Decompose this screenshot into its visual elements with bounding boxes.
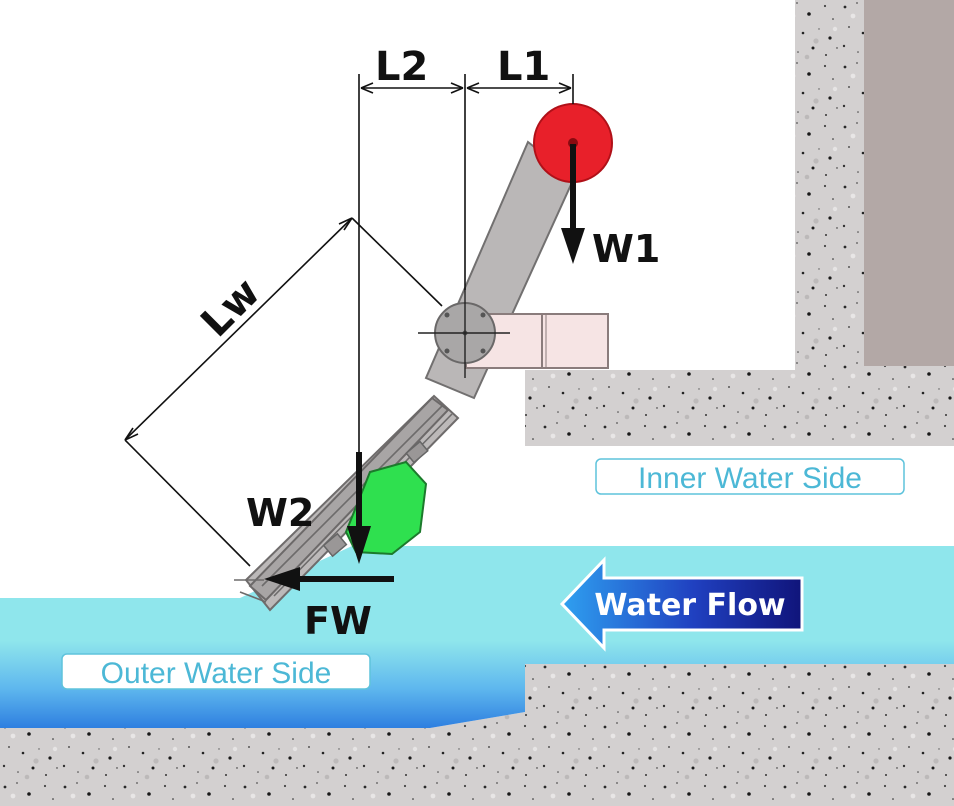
outer-water-side-box [61,653,371,690]
l-dimension-arrowheads [360,82,572,94]
w1-label: W1 [592,227,660,271]
hinge-crosshair [418,288,510,378]
l1-label: L1 [497,44,550,90]
w1-arrowhead-icon [561,228,585,264]
lw-extension-upper [351,217,443,307]
lw-dimension-line [124,217,353,441]
fw-arrowhead-icon [264,567,300,591]
lw-dimension-arrowheads [124,217,353,441]
outer-water-side-label: Outer Water Side [101,657,332,690]
lw-label: Lw [192,269,269,346]
force-arrows [264,144,585,591]
lw-extension-lower [124,439,251,567]
float-mount [405,440,429,464]
inner-water-side-box [595,458,905,495]
water-flow-arrow-icon [559,556,804,652]
inner-water-side-tag: Inner Water Side [595,458,905,495]
inner-wall-panel [864,0,954,366]
outer-water-side-tag: Outer Water Side [61,653,371,690]
inner-water-side-label: Inner Water Side [638,462,862,495]
w2-arrowhead-icon [347,526,371,564]
w2-label: W2 [246,491,314,535]
l2-label: L2 [375,44,428,90]
float-block-base [322,532,348,558]
water-flow-label: Water Flow [594,588,785,623]
fw-label: FW [304,599,372,643]
hinge-bolts [444,312,486,354]
water-flow-indicator: Water Flow [559,556,804,652]
